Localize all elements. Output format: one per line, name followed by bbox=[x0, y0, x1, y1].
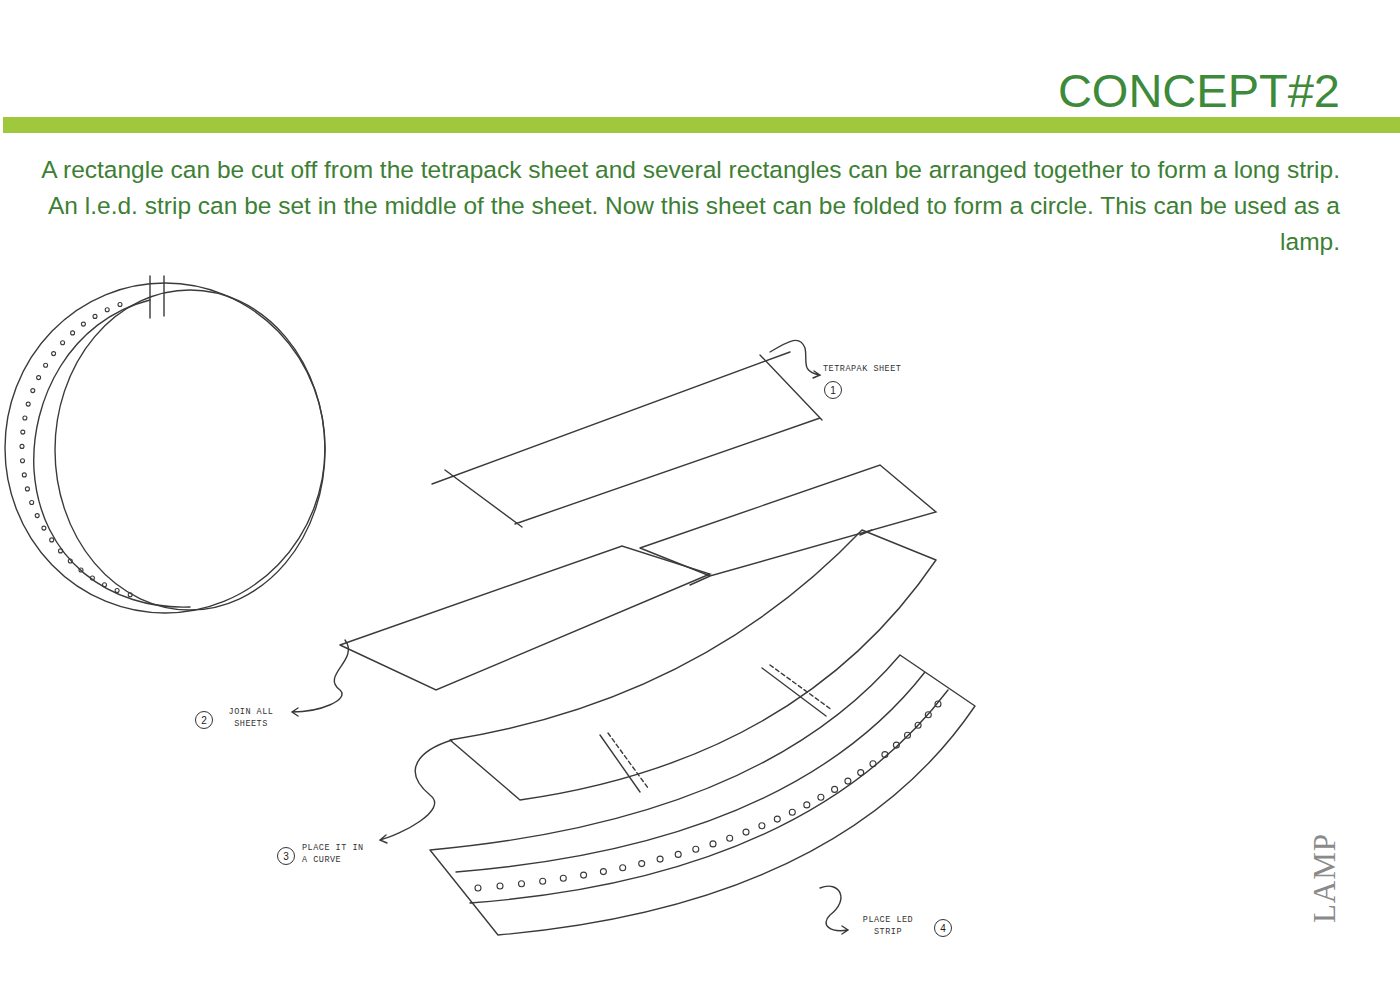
curved-strip bbox=[450, 530, 936, 800]
led-dot bbox=[61, 341, 65, 345]
led-dot bbox=[710, 841, 716, 847]
led-dot bbox=[858, 770, 864, 776]
led-dot bbox=[79, 568, 83, 572]
led-dot bbox=[845, 778, 851, 784]
callout-number: 4 bbox=[940, 923, 946, 934]
page-title: CONCEPT#2 bbox=[960, 64, 1340, 118]
sheet-1 bbox=[432, 352, 822, 527]
sheet-2 bbox=[640, 465, 936, 585]
side-label: LAMP bbox=[1307, 818, 1343, 938]
led-dot bbox=[68, 559, 72, 563]
led-dot bbox=[915, 722, 921, 728]
led-dot bbox=[50, 538, 54, 542]
led-dot bbox=[870, 761, 876, 767]
led-dot bbox=[35, 514, 39, 518]
led-dot bbox=[26, 402, 30, 406]
led-dot bbox=[893, 742, 899, 748]
callout-circle: 3 bbox=[277, 847, 295, 865]
led-dot bbox=[600, 869, 606, 875]
led-dot bbox=[30, 501, 34, 505]
callout-number: 1 bbox=[830, 385, 836, 396]
callout-number: 3 bbox=[283, 851, 289, 862]
led-dot bbox=[42, 526, 46, 530]
callout-label: PLACE IT IN A CURVE bbox=[302, 842, 374, 866]
led-dot bbox=[128, 593, 132, 597]
led-dot bbox=[93, 314, 97, 318]
sheet-3 bbox=[340, 546, 710, 690]
led-dot bbox=[693, 846, 699, 852]
callout-label: TETRAPAK SHEET bbox=[823, 364, 933, 375]
led-dot bbox=[81, 322, 85, 326]
led-dot bbox=[497, 883, 503, 889]
callout-label: JOIN ALL SHEETS bbox=[220, 706, 282, 730]
callout-number: 2 bbox=[201, 715, 207, 726]
led-dot bbox=[774, 816, 780, 822]
led-dot bbox=[882, 752, 888, 758]
led-dot bbox=[657, 856, 663, 862]
callout-circle: 4 bbox=[934, 919, 952, 937]
led-dot bbox=[832, 786, 838, 792]
led-dot bbox=[103, 583, 107, 587]
led-dot bbox=[22, 473, 26, 477]
title-bar bbox=[3, 117, 1400, 133]
led-dot bbox=[759, 823, 765, 829]
callout-circle: 2 bbox=[195, 711, 213, 729]
leader-line-3 bbox=[380, 740, 452, 843]
led-dot bbox=[519, 881, 525, 887]
ring-rim bbox=[34, 300, 190, 607]
led-dot bbox=[52, 352, 56, 356]
led-dot bbox=[675, 851, 681, 857]
led-dot bbox=[90, 576, 94, 580]
description-text: A rectangle can be cut off from the tetr… bbox=[20, 152, 1340, 260]
led-dot bbox=[23, 416, 27, 420]
led-dot bbox=[789, 809, 795, 815]
led-dot bbox=[925, 712, 931, 718]
led-strip bbox=[430, 655, 975, 935]
led-dot bbox=[21, 459, 25, 463]
led-dot bbox=[118, 303, 122, 307]
led-dot bbox=[639, 861, 645, 867]
ring-inner bbox=[55, 290, 325, 610]
led-dot bbox=[560, 875, 566, 881]
led-dot bbox=[905, 732, 911, 738]
led-dot bbox=[475, 885, 481, 891]
led-dot bbox=[25, 487, 29, 491]
led-dot bbox=[540, 878, 546, 884]
leader-line-2 bbox=[292, 640, 348, 716]
callout-circle: 1 bbox=[824, 381, 842, 399]
callout-label: PLACE LED STRIP bbox=[856, 914, 920, 938]
led-dot bbox=[20, 444, 24, 448]
led-dot bbox=[37, 376, 41, 380]
joint-lines bbox=[600, 668, 826, 792]
led-dot bbox=[818, 794, 824, 800]
led-dot bbox=[581, 872, 587, 878]
led-dot bbox=[804, 802, 810, 808]
led-dot bbox=[71, 331, 75, 335]
led-dot bbox=[620, 865, 626, 871]
led-dot bbox=[105, 308, 109, 312]
led-dot bbox=[59, 549, 63, 553]
led-dot bbox=[44, 363, 48, 367]
led-dot bbox=[727, 835, 733, 841]
led-dot bbox=[31, 389, 35, 393]
led-dot bbox=[21, 430, 25, 434]
leader-line-4 bbox=[820, 886, 848, 934]
joint-dashes bbox=[608, 665, 832, 788]
led-dot bbox=[935, 701, 941, 707]
leader-line-1 bbox=[770, 340, 820, 378]
led-dot bbox=[115, 589, 119, 593]
led-dot bbox=[743, 829, 749, 835]
ring-outer bbox=[5, 283, 325, 613]
